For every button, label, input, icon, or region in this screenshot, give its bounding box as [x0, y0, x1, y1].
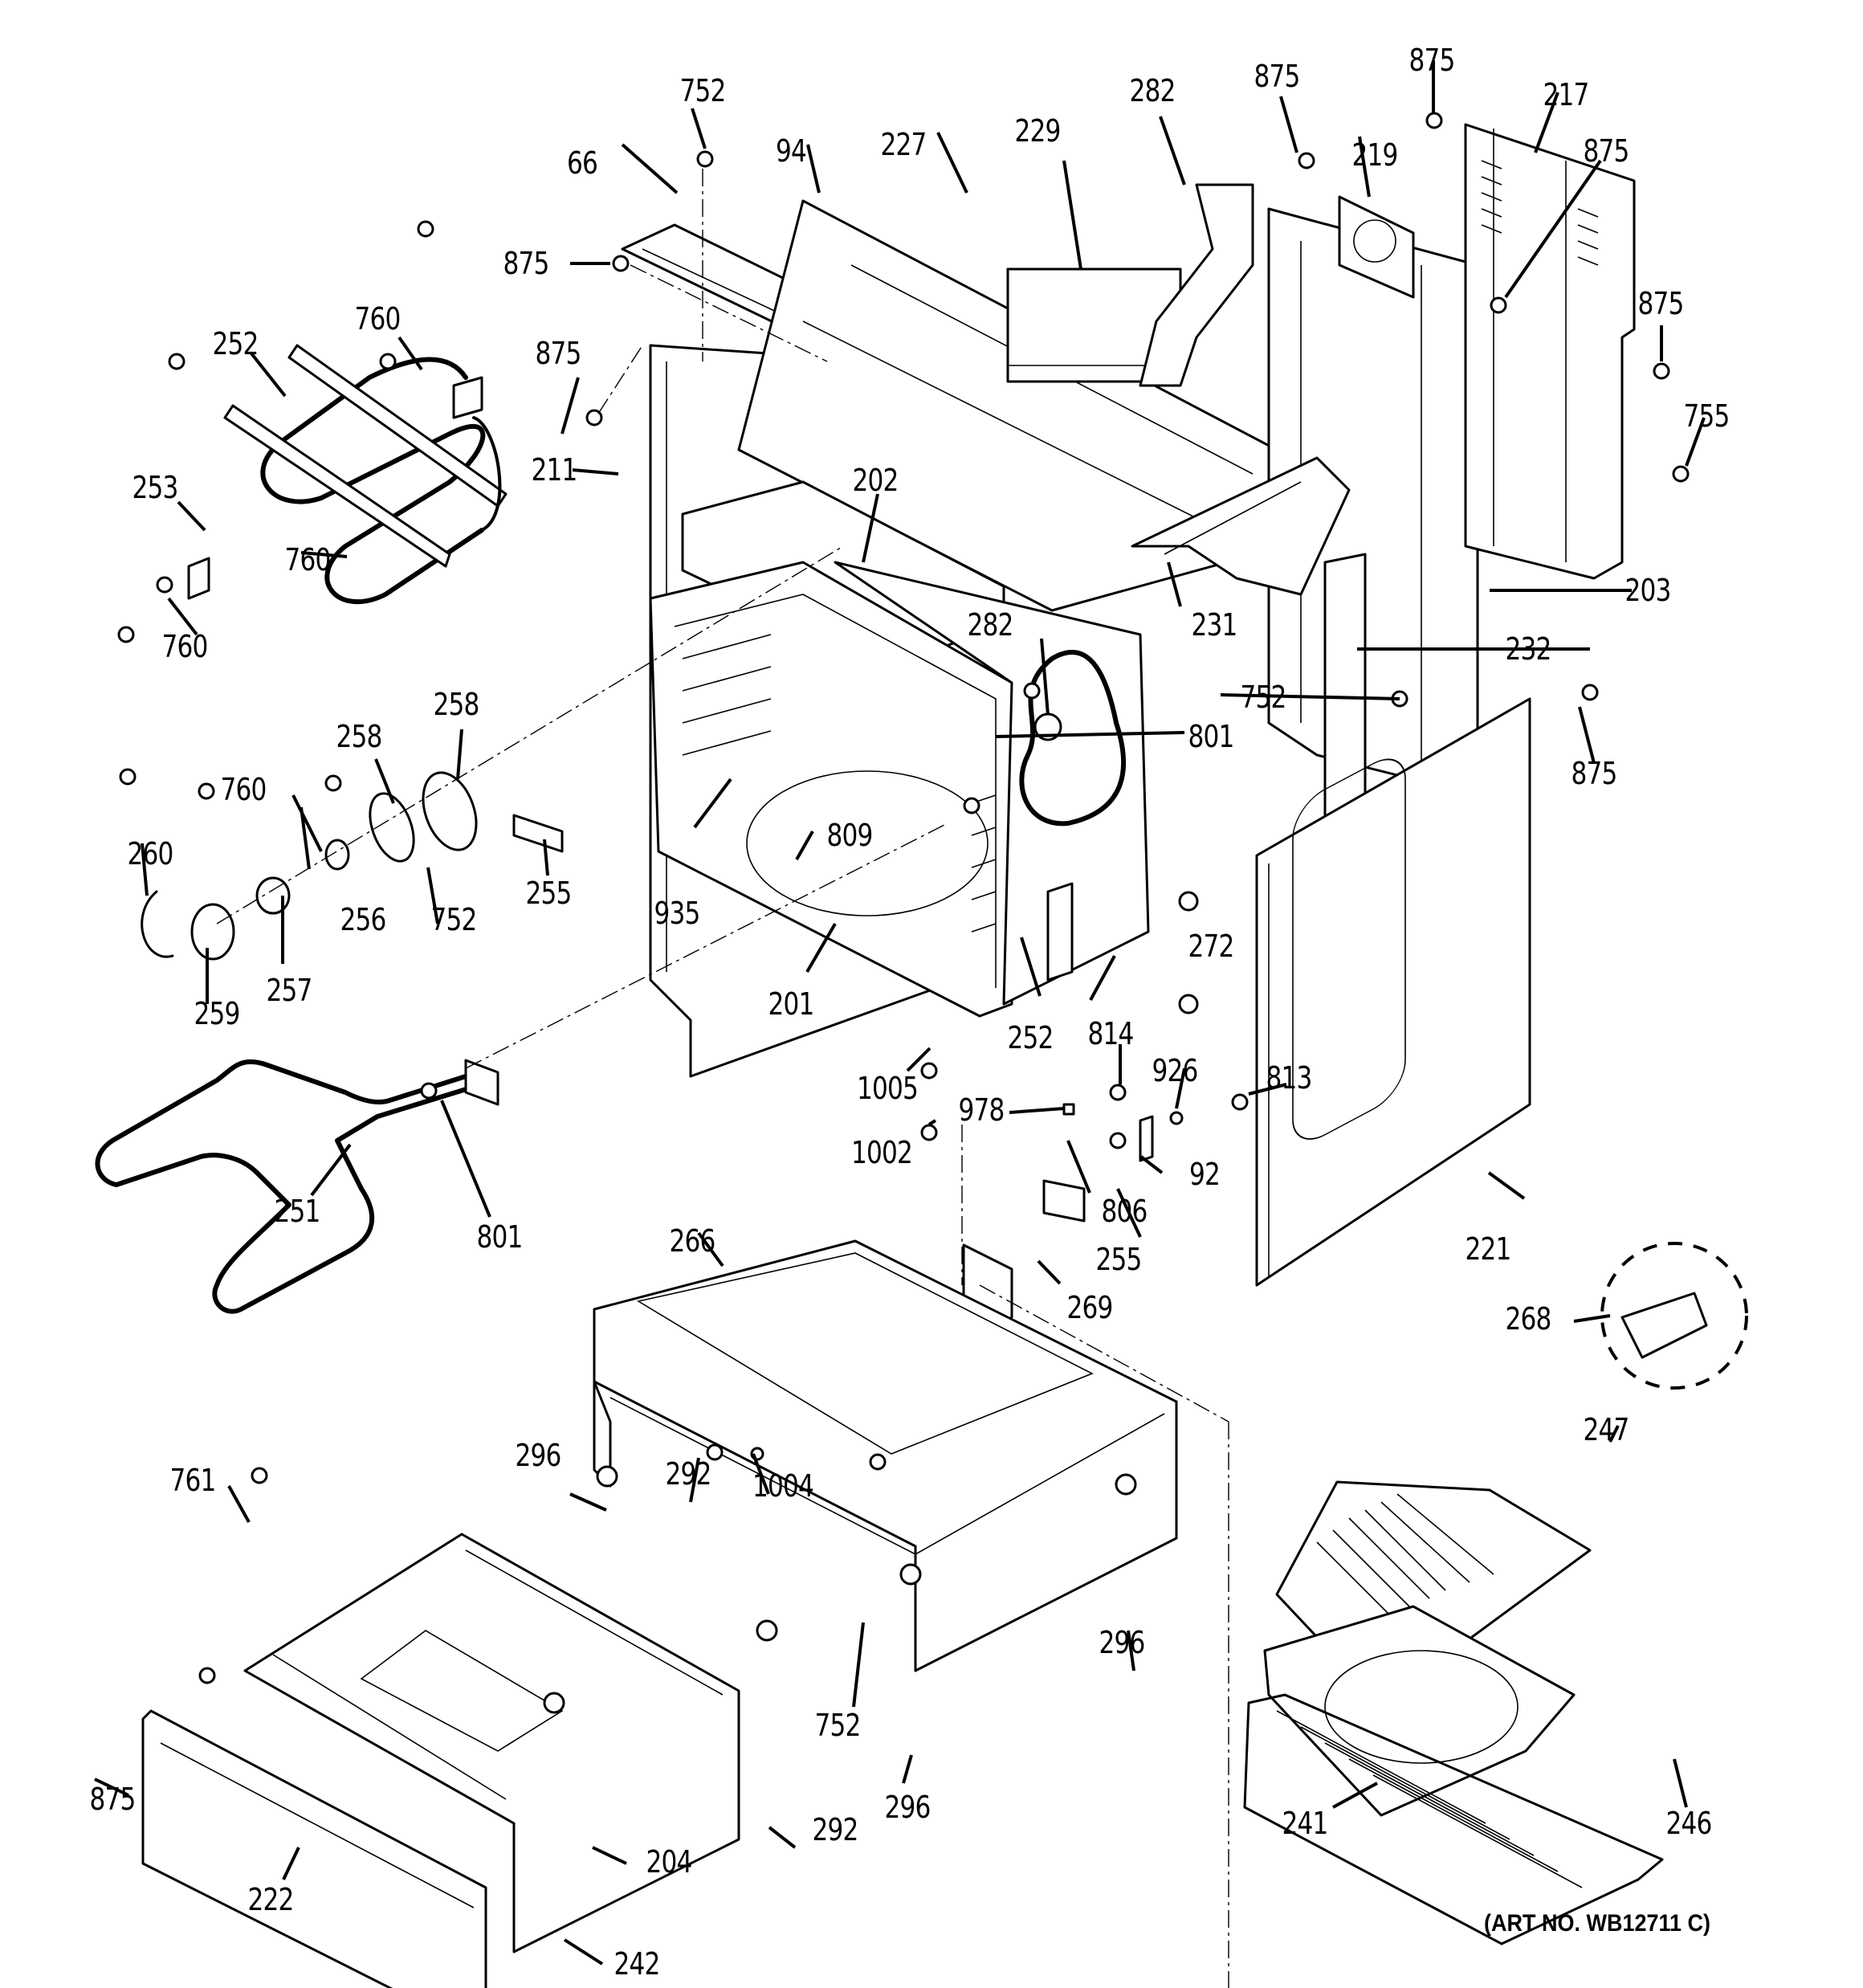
- hinge-bracket-252-mid: [1046, 882, 1074, 982]
- label-813[interactable]: 813: [1266, 1060, 1312, 1096]
- label-260[interactable]: 260: [127, 836, 173, 872]
- label-875-top-b[interactable]: 875: [1408, 43, 1455, 78]
- label-752-light[interactable]: 752: [430, 902, 477, 937]
- label-211[interactable]: 211: [531, 452, 577, 488]
- label-94[interactable]: 94: [775, 133, 807, 169]
- label-221[interactable]: 221: [1465, 1231, 1511, 1267]
- label-282-mid[interactable]: 282: [967, 607, 1013, 643]
- art-number: (ART NO. WB12711 C): [1484, 1910, 1711, 1937]
- label-231[interactable]: 231: [1191, 607, 1237, 643]
- back-cover-217: [1464, 123, 1636, 580]
- label-272[interactable]: 272: [1188, 929, 1234, 964]
- label-801-bake[interactable]: 801: [476, 1219, 523, 1255]
- label-252[interactable]: 252: [212, 326, 259, 361]
- alignment-lines: [465, 169, 1229, 1988]
- label-875-left-a[interactable]: 875: [503, 246, 549, 281]
- label-201[interactable]: 201: [768, 986, 814, 1022]
- label-247[interactable]: 247: [1583, 1412, 1629, 1447]
- terminal-block-broil: [452, 376, 483, 419]
- broil-element-252: [223, 344, 508, 605]
- label-935[interactable]: 935: [654, 896, 700, 931]
- insulation-231: [1131, 456, 1351, 596]
- label-258-b[interactable]: 258: [336, 719, 382, 754]
- label-296-b[interactable]: 296: [1099, 1625, 1145, 1660]
- label-978[interactable]: 978: [958, 1092, 1005, 1128]
- label-203[interactable]: 203: [1625, 573, 1671, 608]
- label-760-b[interactable]: 760: [284, 542, 331, 578]
- label-814[interactable]: 814: [1087, 1016, 1134, 1051]
- broiler-pan-246: [1263, 1605, 1576, 1817]
- label-801-mid[interactable]: 801: [1188, 719, 1234, 754]
- label-202[interactable]: 202: [852, 463, 899, 498]
- bracket-253: [187, 557, 210, 600]
- label-217[interactable]: 217: [1543, 77, 1589, 112]
- label-232[interactable]: 232: [1505, 631, 1551, 667]
- label-760-a[interactable]: 760: [354, 301, 401, 337]
- label-760-d[interactable]: 760: [220, 772, 267, 807]
- label-875-drawer[interactable]: 875: [89, 1782, 136, 1817]
- label-66[interactable]: 66: [566, 145, 598, 181]
- label-1004[interactable]: 1004: [752, 1468, 814, 1504]
- label-92[interactable]: 92: [1188, 1157, 1221, 1192]
- label-761[interactable]: 761: [169, 1463, 216, 1498]
- label-241[interactable]: 241: [1282, 1806, 1328, 1841]
- side-panel-221: [1255, 697, 1531, 1287]
- drawer-front-222: [141, 1709, 487, 1988]
- light-assembly: [141, 545, 844, 961]
- wire-harness-282-mid: [1019, 650, 1127, 827]
- vent-plate-219: [1338, 195, 1415, 299]
- label-292-b[interactable]: 292: [812, 1812, 858, 1847]
- label-752-right[interactable]: 752: [1240, 680, 1286, 715]
- label-257[interactable]: 257: [266, 973, 312, 1008]
- label-806[interactable]: 806: [1101, 1194, 1148, 1229]
- label-292-a[interactable]: 292: [665, 1456, 711, 1492]
- label-246[interactable]: 246: [1665, 1806, 1712, 1841]
- label-875-left-b[interactable]: 875: [535, 336, 581, 371]
- label-242[interactable]: 242: [614, 1946, 660, 1982]
- label-809[interactable]: 809: [826, 818, 873, 853]
- label-875-top-a[interactable]: 875: [1254, 59, 1300, 94]
- part-268-detail: [1600, 1242, 1748, 1390]
- label-755[interactable]: 755: [1683, 398, 1730, 434]
- label-222[interactable]: 222: [247, 1882, 294, 1917]
- label-296-a[interactable]: 296: [515, 1438, 561, 1473]
- label-253[interactable]: 253: [132, 470, 178, 505]
- label-875-right-a[interactable]: 875: [1583, 133, 1629, 169]
- label-252-mid[interactable]: 252: [1007, 1020, 1054, 1055]
- bake-element-251: [95, 1059, 499, 1314]
- label-255-light[interactable]: 255: [525, 876, 572, 911]
- duct-282-top: [1139, 183, 1254, 387]
- label-259[interactable]: 259: [194, 996, 240, 1031]
- base-266: [593, 1239, 1178, 1672]
- label-251[interactable]: 251: [274, 1194, 320, 1229]
- label-227[interactable]: 227: [880, 127, 927, 162]
- label-229[interactable]: 229: [1014, 113, 1061, 149]
- label-875-right-b[interactable]: 875: [1637, 286, 1684, 321]
- label-282-top[interactable]: 282: [1129, 73, 1176, 108]
- label-266[interactable]: 266: [669, 1223, 715, 1259]
- label-269[interactable]: 269: [1066, 1290, 1113, 1325]
- label-258-a[interactable]: 258: [433, 687, 479, 722]
- label-1002[interactable]: 1002: [850, 1135, 913, 1170]
- label-204[interactable]: 204: [646, 1844, 692, 1880]
- label-760-c[interactable]: 760: [161, 629, 208, 664]
- label-875-side[interactable]: 875: [1571, 756, 1617, 791]
- label-256[interactable]: 256: [340, 902, 386, 937]
- label-296-c[interactable]: 296: [884, 1790, 931, 1825]
- fasteners: [117, 112, 1690, 1714]
- label-752-top[interactable]: 752: [679, 73, 726, 108]
- leader-lines: [94, 60, 1706, 1966]
- label-268[interactable]: 268: [1505, 1301, 1551, 1337]
- label-255-block[interactable]: 255: [1095, 1242, 1142, 1277]
- label-219[interactable]: 219: [1351, 137, 1398, 173]
- drawer-204: [243, 1533, 740, 1953]
- side-wall-232: [1323, 553, 1367, 837]
- label-752-base[interactable]: 752: [814, 1708, 861, 1743]
- oven-rack-241: [1243, 1693, 1664, 1945]
- label-1005[interactable]: 1005: [856, 1071, 919, 1106]
- label-926[interactable]: 926: [1152, 1053, 1198, 1088]
